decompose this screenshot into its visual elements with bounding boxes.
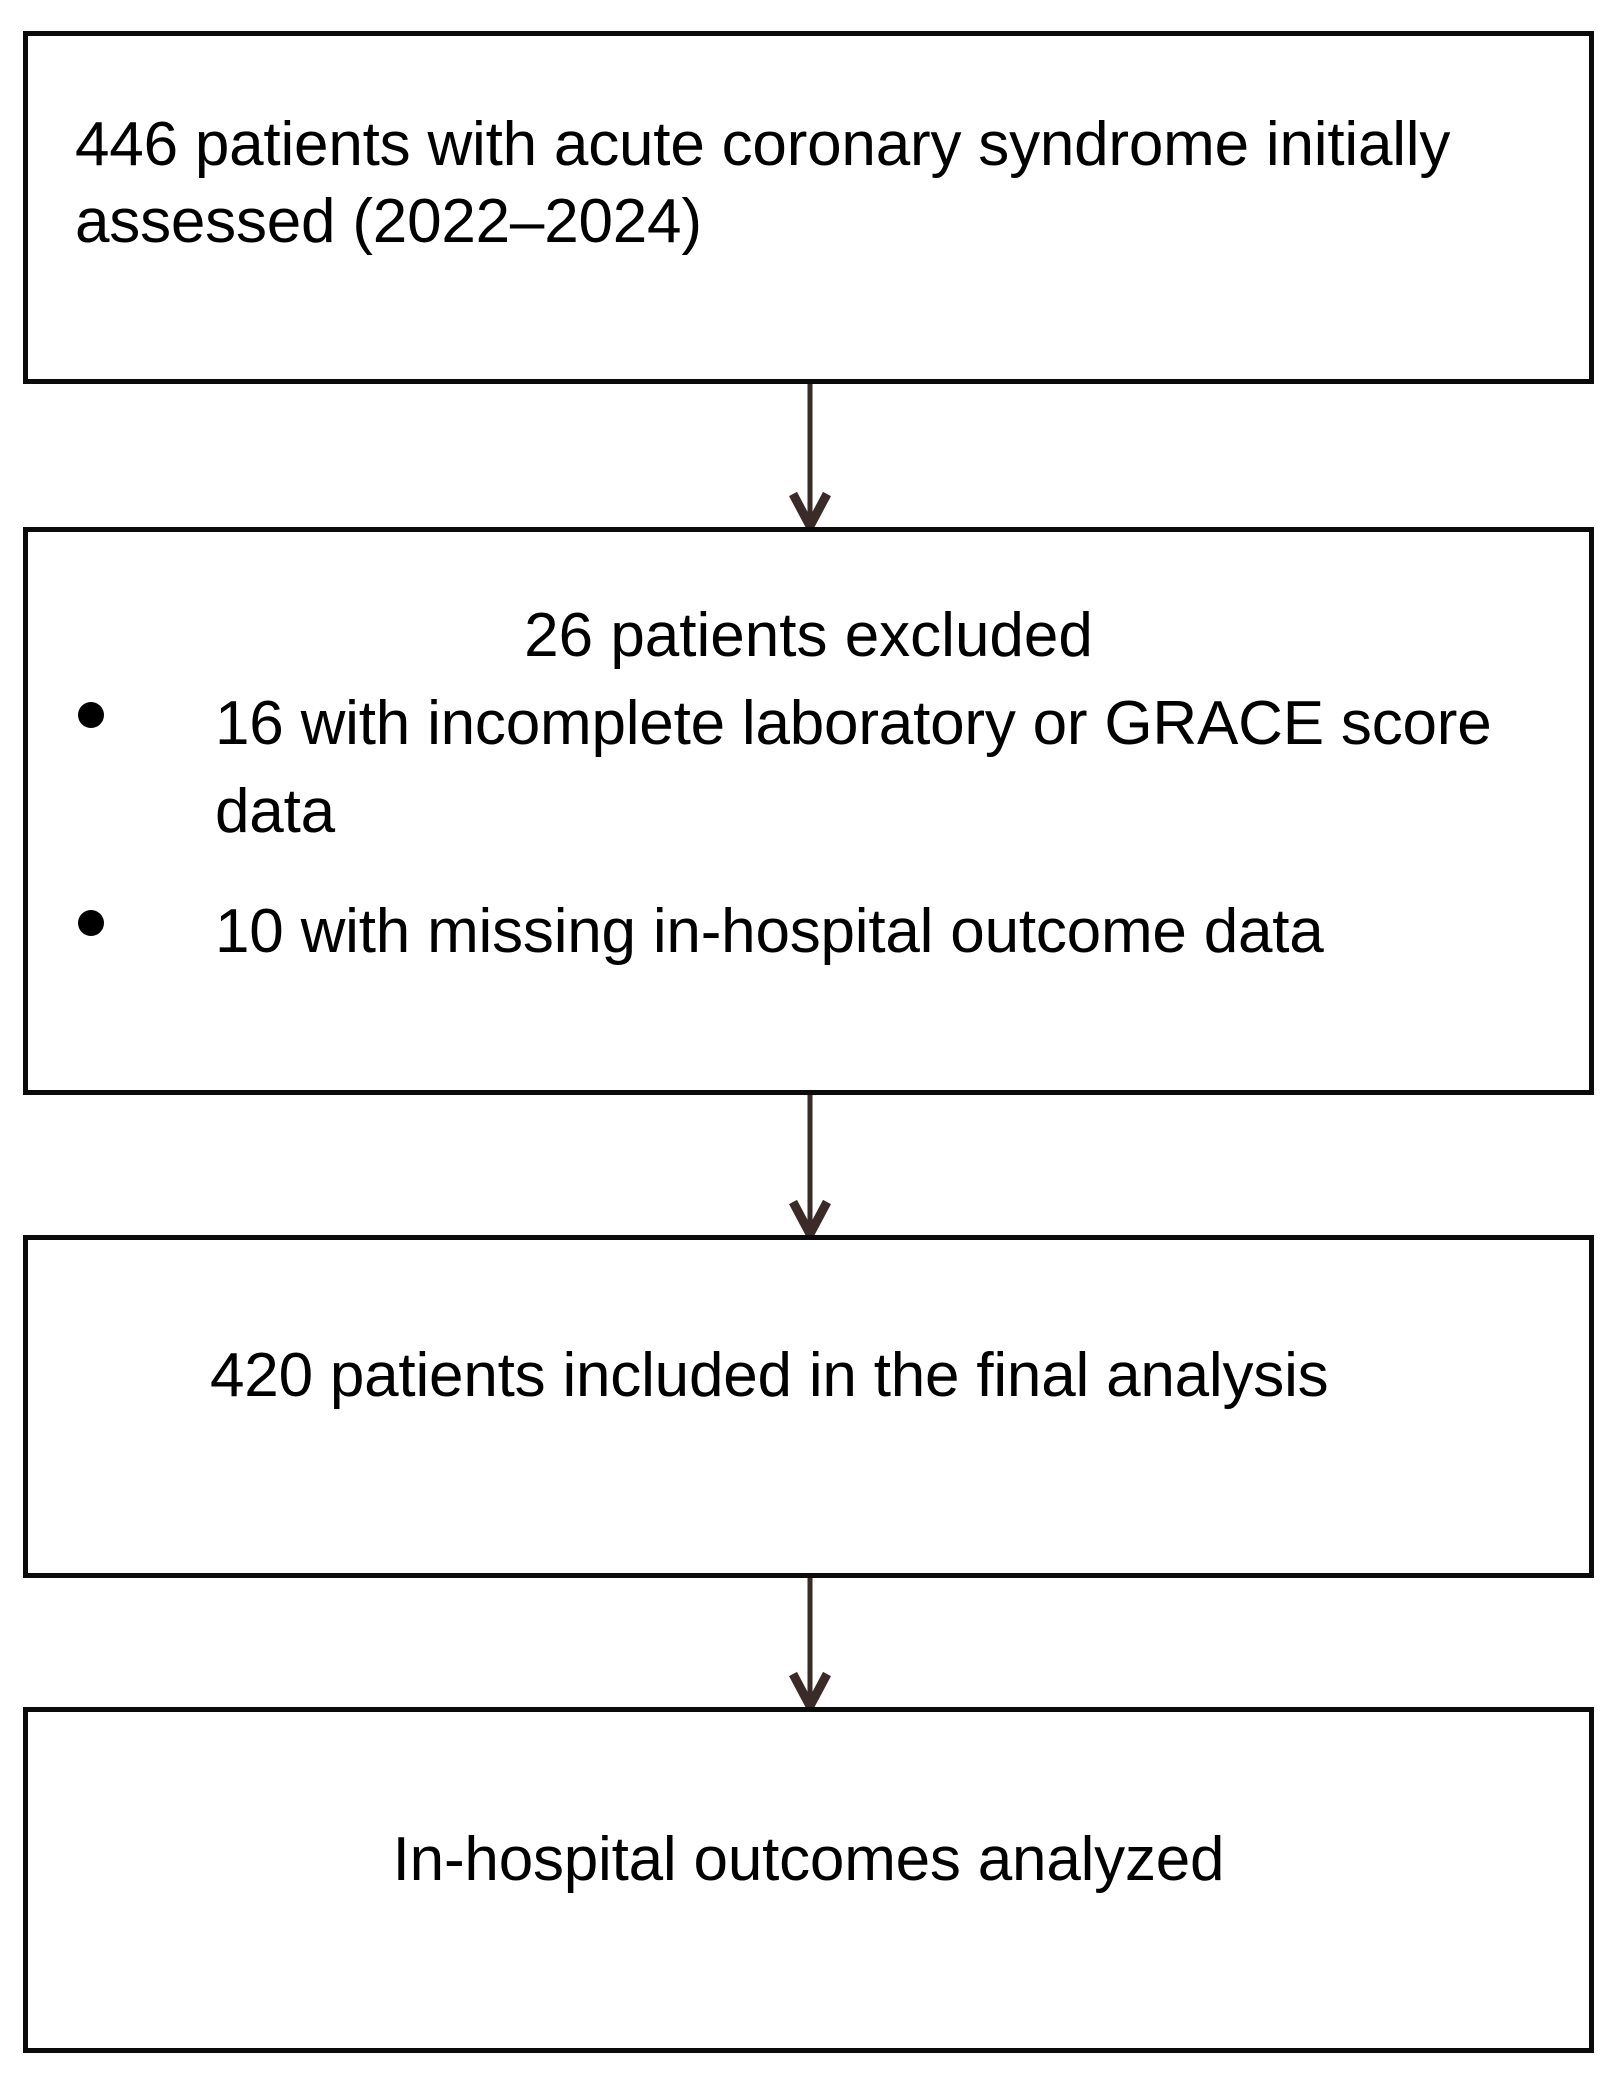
node-enrollment-label: 446 patients with acute coronary syndrom… bbox=[75, 110, 1468, 256]
node-enrollment: 446 patients with acute coronary syndrom… bbox=[23, 31, 1594, 384]
bullet-icon bbox=[78, 910, 104, 936]
down-arrow-icon bbox=[789, 384, 831, 528]
down-arrow-icon bbox=[789, 1578, 831, 1708]
list-item: 10 with missing in-hospital outcome data bbox=[28, 888, 1589, 976]
arrow-enrollment-to-exclusions bbox=[789, 384, 831, 528]
exclusion-reason-label: 10 with missing in-hospital outcome data bbox=[215, 897, 1324, 966]
node-analysis: In-hospital outcomes analyzed bbox=[23, 1707, 1594, 2053]
node-included: 420 patients included in the final analy… bbox=[23, 1235, 1594, 1578]
down-arrow-icon bbox=[789, 1095, 831, 1236]
node-analysis-label: In-hospital outcomes analyzed bbox=[392, 1825, 1225, 1894]
list-item: 16 with incomplete laboratory or GRACE s… bbox=[28, 680, 1589, 856]
bullet-icon bbox=[78, 702, 104, 728]
arrow-included-to-analysis bbox=[789, 1578, 831, 1708]
node-exclusions-heading: 26 patients excluded bbox=[524, 601, 1093, 670]
exclusion-reason-list: 16 with incomplete laboratory or GRACE s… bbox=[28, 680, 1589, 1008]
exclusion-reason-label: 16 with incomplete laboratory or GRACE s… bbox=[215, 689, 1492, 846]
node-included-label: 420 patients included in the final analy… bbox=[210, 1341, 1329, 1410]
arrow-exclusions-to-included bbox=[789, 1095, 831, 1236]
node-exclusions: 26 patients excluded 16 with incomplete … bbox=[23, 527, 1594, 1095]
